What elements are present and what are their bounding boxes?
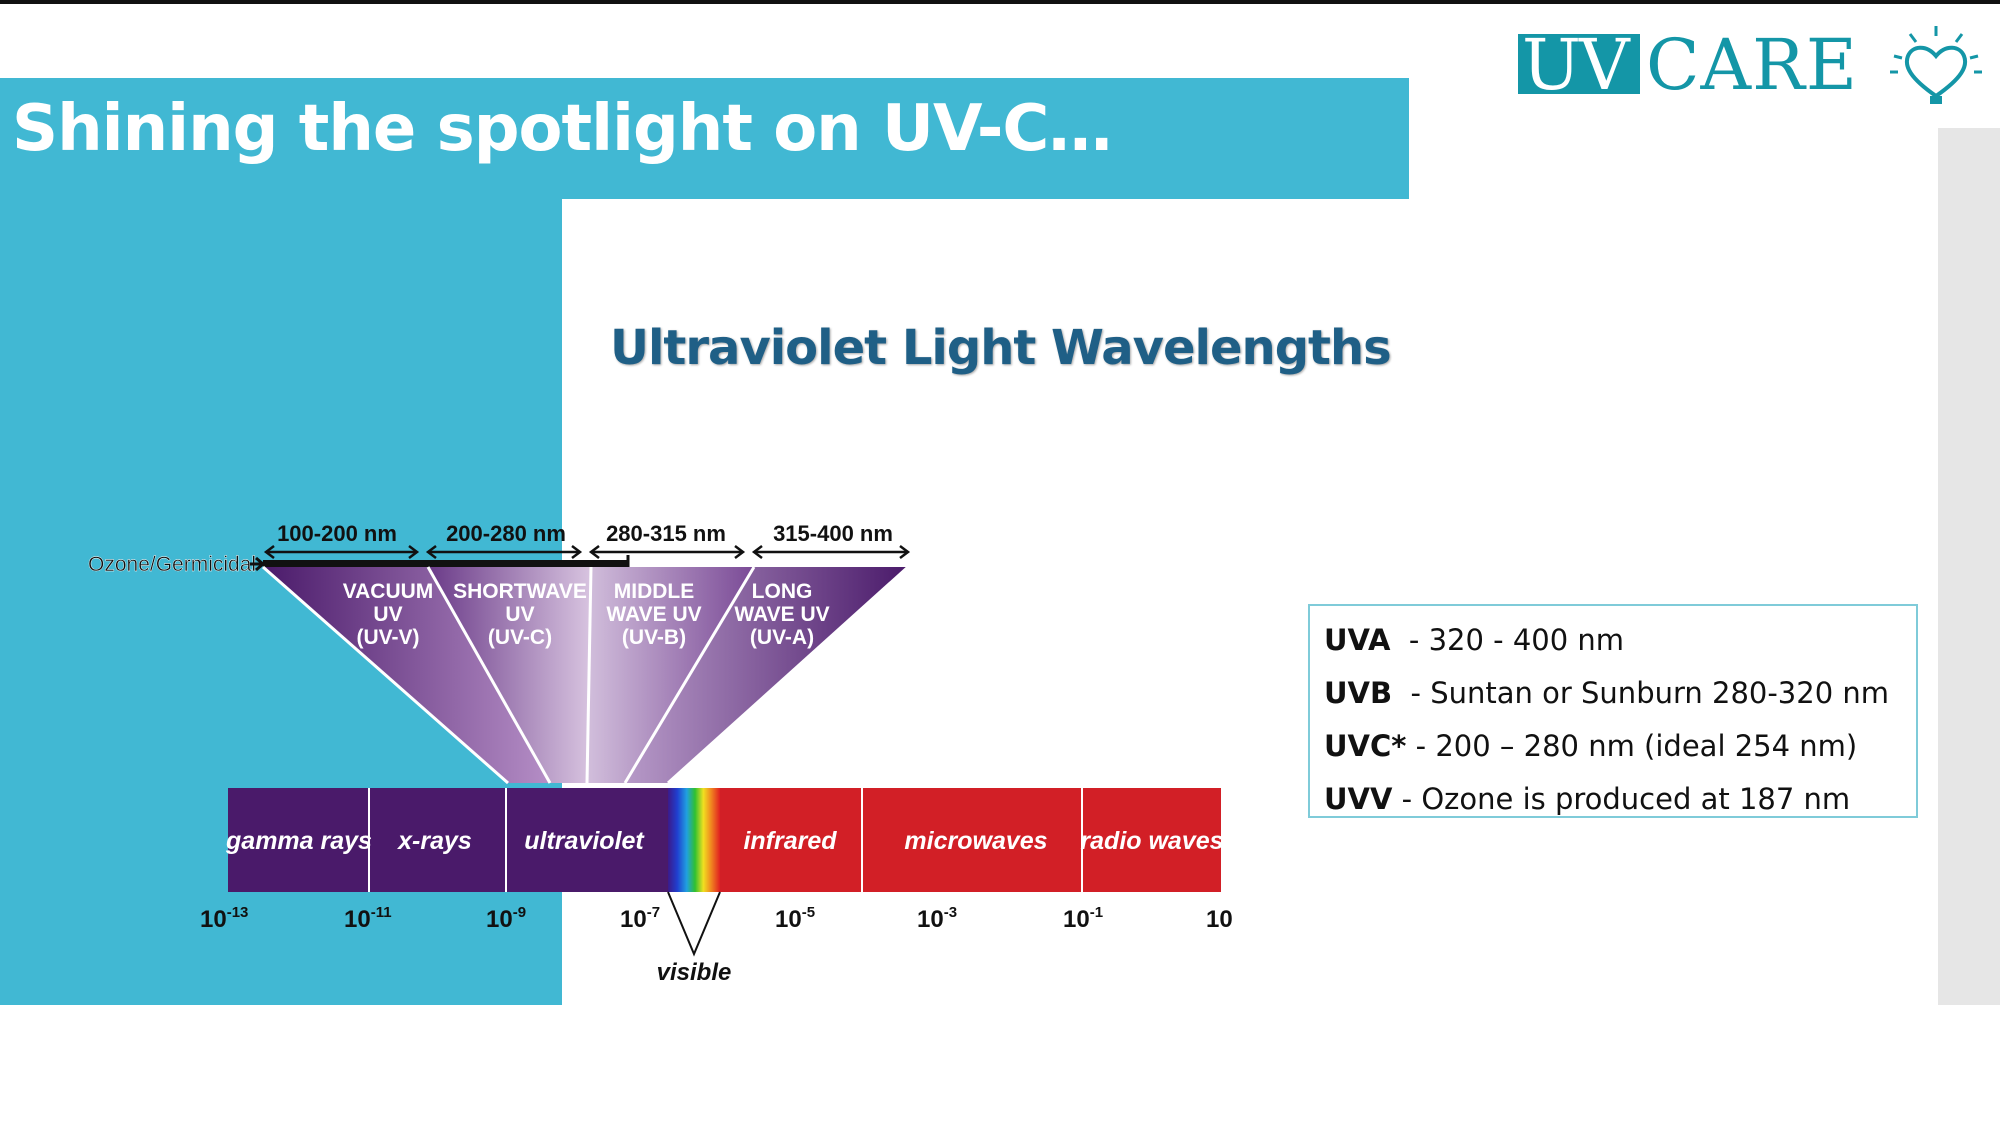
band-shortwave-uv	[428, 567, 591, 783]
scale-label-3: 10-9	[486, 904, 526, 933]
band-long-wave-uv	[625, 567, 908, 783]
visible-pointer	[667, 891, 721, 957]
band-label-short-3: (UV-C)	[488, 626, 552, 649]
band-label-middle-2: WAVE UV	[606, 603, 701, 626]
uv-legend-box: UVA - 320 - 400 nm UVB - Suntan or Sunbu…	[1308, 604, 1918, 818]
range-arrows	[263, 545, 911, 559]
band-label-middle-3: (UV-B)	[622, 626, 686, 649]
spectrum-x-rays: x-rays	[396, 827, 472, 855]
visible-label: visible	[657, 959, 732, 986]
legend-row-uvb: UVB - Suntan or Sunburn 280-320 nm	[1324, 667, 1916, 720]
spectrum-gamma-rays: gamma rays	[225, 827, 372, 855]
scale-label-2: 10-11	[344, 904, 392, 933]
band-label-vacuum-2: UV	[373, 603, 402, 626]
ozone-germicidal-label: Ozone/Germicidal	[88, 553, 256, 576]
band-label-vacuum-1: VACUUM	[343, 580, 434, 603]
top-rule	[0, 0, 2000, 4]
band-label-long-2: WAVE UV	[734, 603, 829, 626]
range-label-2: 200-280 nm	[446, 521, 566, 546]
legend-text: - Suntan or Sunburn 280-320 nm	[1392, 676, 1890, 710]
scale-label-4: 10-7	[620, 904, 660, 933]
legend-text: - 200 – 280 nm (ideal 254 nm)	[1406, 729, 1858, 763]
spectrum-microwaves: microwaves	[904, 827, 1047, 855]
spectrum-ultraviolet: ultraviolet	[524, 827, 645, 855]
scale-label-7: 10-1	[1063, 904, 1103, 933]
uv-funnel	[262, 565, 910, 785]
legend-row-uvc: UVC* - 200 – 280 nm (ideal 254 nm)	[1324, 720, 1916, 773]
legend-text: - 320 - 400 nm	[1390, 623, 1625, 657]
legend-key: UVV	[1324, 782, 1393, 816]
band-label-long-3: (UV-A)	[750, 626, 814, 649]
legend-key: UVA	[1324, 623, 1391, 657]
heart-bulb-icon	[1890, 26, 1982, 104]
scale-label-5: 10-5	[775, 904, 815, 933]
legend-row-uva: UVA - 320 - 400 nm	[1324, 614, 1916, 667]
spectrum-radio-waves: radio waves	[1080, 827, 1223, 855]
range-label-4: 315-400 nm	[773, 521, 893, 546]
range-label-1: 100-200 nm	[277, 521, 397, 546]
scale-label-1: 10-13	[200, 904, 248, 933]
band-label-short-2: UV	[505, 603, 534, 626]
germicidal-bar	[263, 560, 629, 568]
legend-key: UVB	[1324, 676, 1393, 710]
legend-row-uvv: UVV - Ozone is produced at 187 nm	[1324, 773, 1916, 826]
spectrum-infrared: infrared	[743, 827, 837, 855]
legend-key: UVC*	[1324, 729, 1407, 763]
band-label-long-1: LONG	[752, 580, 813, 603]
legend-text: - Ozone is produced at 187 nm	[1392, 782, 1851, 816]
uvcare-logo: UV CARE	[1518, 24, 1982, 108]
title-band	[0, 78, 1409, 199]
spectrum-bar	[228, 788, 1221, 892]
scale-label-6: 10-3	[917, 904, 957, 933]
logo-uv-text: UV	[1522, 24, 1630, 106]
band-vacuum-uv	[263, 567, 550, 783]
logo-uv-box	[1518, 34, 1640, 94]
diagram-title: Ultraviolet Light Wavelengths	[610, 320, 1392, 376]
band-label-middle-1: MIDDLE	[614, 580, 695, 603]
scale-label-8: 10	[1206, 906, 1233, 933]
band-label-short-1: SHORTWAVE	[453, 580, 587, 603]
right-gray-bar	[1938, 128, 2000, 1005]
band-middle-wave-uv	[587, 567, 754, 783]
slide-title: Shining the spotlight on UV-C…	[12, 92, 1112, 166]
range-label-3: 280-315 nm	[606, 521, 726, 546]
logo-care-text: CARE	[1646, 24, 1858, 106]
band-label-vacuum-3: (UV-V)	[357, 626, 420, 649]
